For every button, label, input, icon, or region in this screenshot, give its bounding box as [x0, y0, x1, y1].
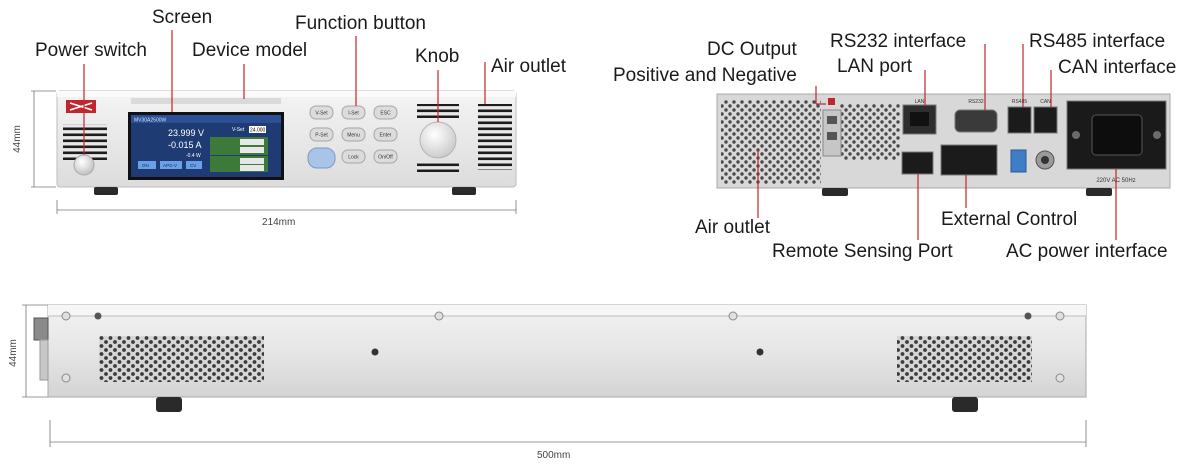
function-button-1[interactable] — [309, 105, 334, 120]
function-button-6-label: Enter — [380, 133, 392, 139]
lan-port-label: LAN — [915, 99, 925, 105]
label-remote-sensing: Remote Sensing Port — [772, 241, 953, 262]
screen-voltage: 23.999 V — [168, 128, 204, 138]
label-knob: Knob — [415, 46, 460, 67]
function-button-5[interactable] — [341, 127, 366, 142]
rear-foot-right — [1086, 188, 1112, 196]
front-dimensions — [31, 90, 517, 214]
dip-switch — [1010, 149, 1027, 173]
function-button-grid: V-Set I-Set ESC P-Set Menu Enter Lock On… — [307, 105, 398, 169]
function-button-4[interactable] — [309, 127, 334, 142]
model-strip — [131, 98, 281, 104]
rear-vent-center — [840, 104, 900, 160]
power-switch[interactable] — [73, 154, 95, 176]
label-external-control: External Control — [941, 209, 1078, 230]
side-screw-5 — [1024, 312, 1032, 320]
screen-btn-apg-label: APG-V — [163, 163, 177, 168]
label-can: CAN interface — [1058, 57, 1177, 78]
rear-leaders — [757, 44, 1117, 240]
rear-foot-left — [822, 188, 848, 196]
label-dc-output: DC Output — [707, 39, 797, 60]
function-button-2[interactable] — [341, 105, 366, 120]
screen-btn-apg — [160, 161, 182, 169]
screen-btn-on — [138, 161, 156, 169]
screen-power: -0.4 W — [186, 153, 201, 159]
function-button-6[interactable] — [373, 127, 398, 142]
label-power-switch: Power switch — [35, 40, 147, 61]
rs485-port-label: RS485 — [1012, 99, 1028, 105]
can-port-label: CAN — [1040, 99, 1051, 105]
screen-btn-on-label: ON — [142, 163, 149, 168]
side-screw-2 — [94, 312, 102, 320]
side-vent-right — [897, 336, 1032, 382]
front-foot-right — [452, 187, 476, 195]
screen-header: MV30A2500W — [134, 118, 167, 124]
dc-output-red-dot — [828, 98, 835, 105]
front-width-dim: 214mm — [262, 217, 296, 228]
function-button-9-label: On/Off — [378, 155, 393, 161]
label-lan-port: LAN port — [837, 56, 912, 77]
side-height-dim: 44mm — [8, 339, 19, 367]
function-button-3-label: ESC — [380, 111, 391, 117]
side-screw-7 — [371, 348, 379, 356]
side-vent-left — [99, 336, 264, 382]
label-rear-air-outlet: Air outlet — [695, 217, 770, 238]
front-height-dim: 44mm — [12, 125, 23, 153]
function-button-8-label: Lock — [348, 155, 359, 161]
front-leaders — [83, 30, 486, 155]
side-screw-6 — [1055, 311, 1065, 321]
side-length-dim: 500mm — [537, 450, 571, 461]
knob-vent-bottom — [417, 162, 459, 172]
function-button-9[interactable] — [373, 149, 398, 164]
rs485-port[interactable] — [1007, 106, 1032, 134]
side-front-lip — [39, 339, 49, 381]
screen-btn-cv-label: CV — [190, 163, 196, 168]
label-front-air-outlet: Air outlet — [491, 56, 566, 77]
function-button-2-label: I-Set — [348, 111, 359, 117]
function-button-1-label: V-Set — [315, 111, 328, 117]
can-port[interactable] — [1033, 106, 1058, 134]
front-left-vent — [63, 124, 107, 160]
label-ac-power: AC power interface — [1006, 241, 1168, 262]
function-button-8[interactable] — [341, 149, 366, 164]
label-rs232: RS232 interface — [830, 31, 967, 52]
remote-sensing-port[interactable] — [901, 151, 934, 175]
knob[interactable] — [419, 121, 457, 159]
function-button-4-label: P-Set — [315, 133, 328, 139]
rs232-port-label: RS232 — [968, 99, 984, 105]
front-right-vent — [478, 104, 512, 170]
function-button-5-label: Menu — [347, 133, 360, 139]
side-screw-9 — [61, 373, 71, 383]
label-device-model: Device model — [192, 40, 308, 61]
side-foot-right — [952, 397, 978, 412]
front-panel: MV30A2500W 23.999 V -0.015 A -0.4 W V-Se… — [56, 90, 517, 195]
side-screw-1 — [61, 311, 71, 321]
label-rs485: RS485 interface — [1029, 31, 1166, 52]
side-dimensions — [22, 304, 1087, 447]
function-button-3[interactable] — [373, 105, 398, 120]
rs232-port[interactable] — [954, 109, 998, 133]
rear-panel: LAN RS232 RS485 CAN 220V AC 50Hz — [716, 93, 1171, 196]
screen-btn-cv — [186, 161, 202, 169]
side-view — [33, 304, 1087, 412]
label-screen: Screen — [152, 7, 213, 28]
screen-vset-label: V-Set — [232, 127, 245, 133]
front-foot-left — [94, 187, 118, 195]
side-knob-stub — [33, 317, 49, 341]
rear-vent-left — [721, 100, 821, 184]
screen-vset-value: 24.000 — [250, 128, 266, 134]
side-screw-10 — [1055, 373, 1065, 383]
side-screw-4 — [728, 311, 738, 321]
function-button-7[interactable] — [307, 147, 336, 169]
side-screw-3 — [434, 311, 444, 321]
screen-current: -0.015 A — [168, 140, 202, 150]
side-foot-left — [156, 397, 182, 412]
side-screw-8 — [756, 348, 764, 356]
label-positive-negative: Positive and Negative — [613, 65, 797, 86]
label-function-button: Function button — [295, 13, 426, 34]
external-control-port[interactable] — [940, 144, 998, 176]
